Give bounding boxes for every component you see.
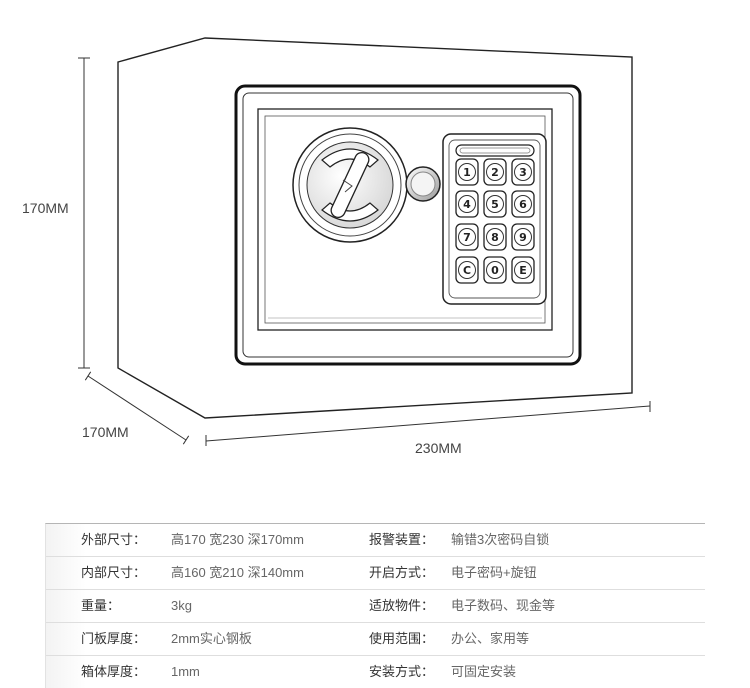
depth-dimension-line (84, 371, 190, 445)
spec-row: 门板厚度： 2mm实心钢板 使用范围： 办公、家用等 (46, 623, 705, 656)
keypad-key-6: 6 (511, 190, 535, 218)
keypad-key-8: 8 (483, 223, 507, 251)
width-dimension-line (205, 401, 651, 446)
spec-value: 2mm实心钢板 (171, 631, 252, 646)
svg-text:9: 9 (519, 231, 527, 244)
spec-row: 重量： 3kg 适放物件： 电子数码、现金等 (46, 590, 705, 623)
spec-row: 外部尺寸： 高170 宽230 深170mm 报警装置： 输错3次密码自锁 (46, 524, 705, 557)
spec-row: 箱体厚度： 1mm 安装方式： 可固定安装 (46, 656, 705, 688)
keypad-key-e: E (511, 256, 535, 284)
width-dimension-label: 230MM (415, 440, 462, 456)
rotary-dial (292, 127, 408, 243)
spec-label: 适放物件： (369, 598, 435, 613)
svg-text:8: 8 (491, 231, 499, 244)
spec-value: 高170 宽230 深170mm (171, 532, 304, 547)
keypad-key-1: 1 (455, 158, 479, 186)
svg-text:4: 4 (463, 198, 471, 211)
spec-label: 重量： (81, 598, 121, 613)
spec-value: 办公、家用等 (451, 631, 530, 646)
svg-text:0: 0 (491, 264, 499, 277)
keypad-key-2: 2 (483, 158, 507, 186)
spec-value: 电子数码、现金等 (451, 598, 556, 613)
spec-label: 外部尺寸： (81, 532, 147, 547)
svg-text:E: E (519, 264, 527, 277)
spec-value: 可固定安装 (451, 664, 517, 679)
spec-value: 3kg (171, 598, 192, 613)
height-dimension-label: 170MM (22, 200, 69, 216)
spec-value: 1mm (171, 664, 200, 679)
svg-text:7: 7 (463, 231, 471, 244)
keypad-key-0: 0 (483, 256, 507, 284)
spec-value: 高160 宽210 深140mm (171, 565, 304, 580)
keypad-key-7: 7 (455, 223, 479, 251)
depth-dimension-label: 170MM (82, 424, 129, 440)
height-dimension-line (78, 57, 90, 369)
keypad-display-slot (455, 144, 535, 157)
svg-text:1: 1 (463, 166, 471, 179)
spec-table: 外部尺寸： 高170 宽230 深170mm 报警装置： 输错3次密码自锁 内部… (45, 523, 705, 688)
spec-label: 报警装置： (369, 532, 435, 547)
keypad-key-c: C (455, 256, 479, 284)
spec-label: 开启方式： (369, 565, 435, 580)
svg-text:C: C (463, 264, 471, 277)
keypad-key-4: 4 (455, 190, 479, 218)
safe-illustration: 1 2 3 4 5 6 7 8 9 (22, 37, 651, 456)
svg-text:2: 2 (491, 166, 499, 179)
keypad-key-9: 9 (511, 223, 535, 251)
svg-text:3: 3 (519, 166, 527, 179)
spec-label: 门板厚度： (81, 631, 147, 646)
spec-value: 输错3次密码自锁 (451, 532, 550, 547)
door-knob (405, 166, 441, 202)
spec-row: 内部尺寸： 高160 宽210 深140mm 开启方式： 电子密码+旋钮 (46, 557, 705, 590)
keypad-key-5: 5 (483, 190, 507, 218)
spec-value: 电子密码+旋钮 (451, 565, 537, 580)
spec-label: 安装方式： (369, 664, 435, 679)
keypad-key-3: 3 (511, 158, 535, 186)
spec-label: 使用范围： (369, 631, 435, 646)
svg-text:6: 6 (519, 198, 527, 211)
spec-label: 内部尺寸： (81, 565, 147, 580)
spec-label: 箱体厚度： (81, 664, 147, 679)
svg-text:5: 5 (491, 198, 499, 211)
